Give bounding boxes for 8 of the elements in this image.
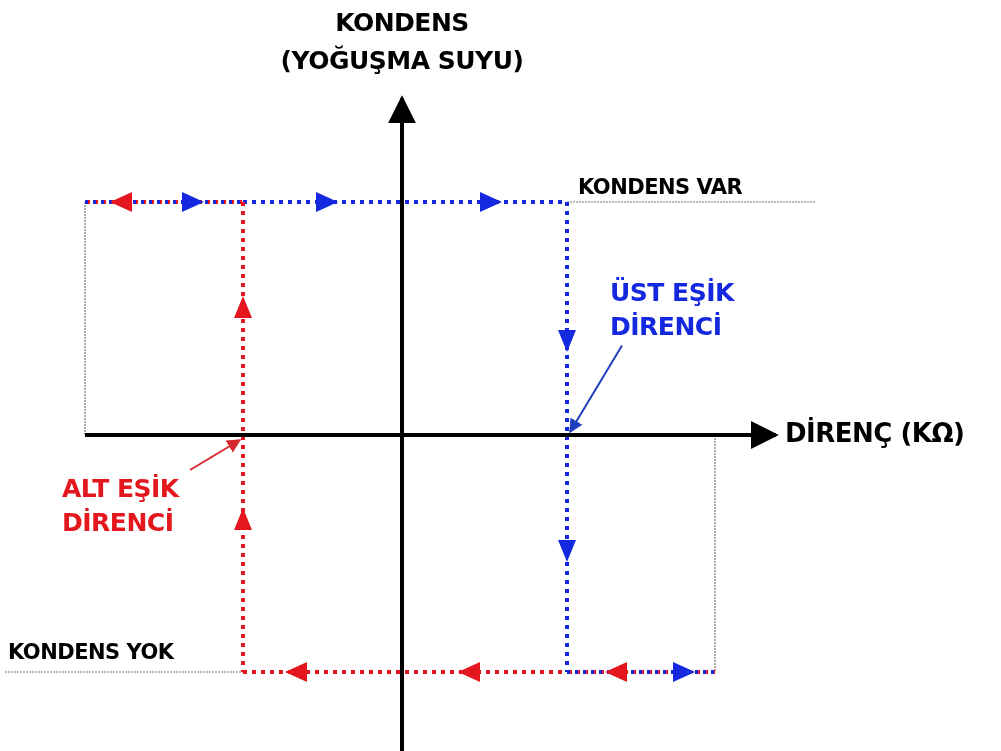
axis-title: DİRENÇ (KΩ) <box>785 416 966 450</box>
level-label: KONDENS YOK <box>8 639 176 666</box>
leader-line <box>189 439 242 471</box>
threshold-label: ALT EŞİK DİRENCİ <box>62 472 194 540</box>
threshold-label: ÜST EŞİK DİRENCİ <box>610 276 742 344</box>
axis-title: KONDENS (YOĞUŞMA SUYU) <box>279 7 525 77</box>
level-label: KONDENS VAR <box>578 174 744 201</box>
leader-line <box>569 344 623 434</box>
